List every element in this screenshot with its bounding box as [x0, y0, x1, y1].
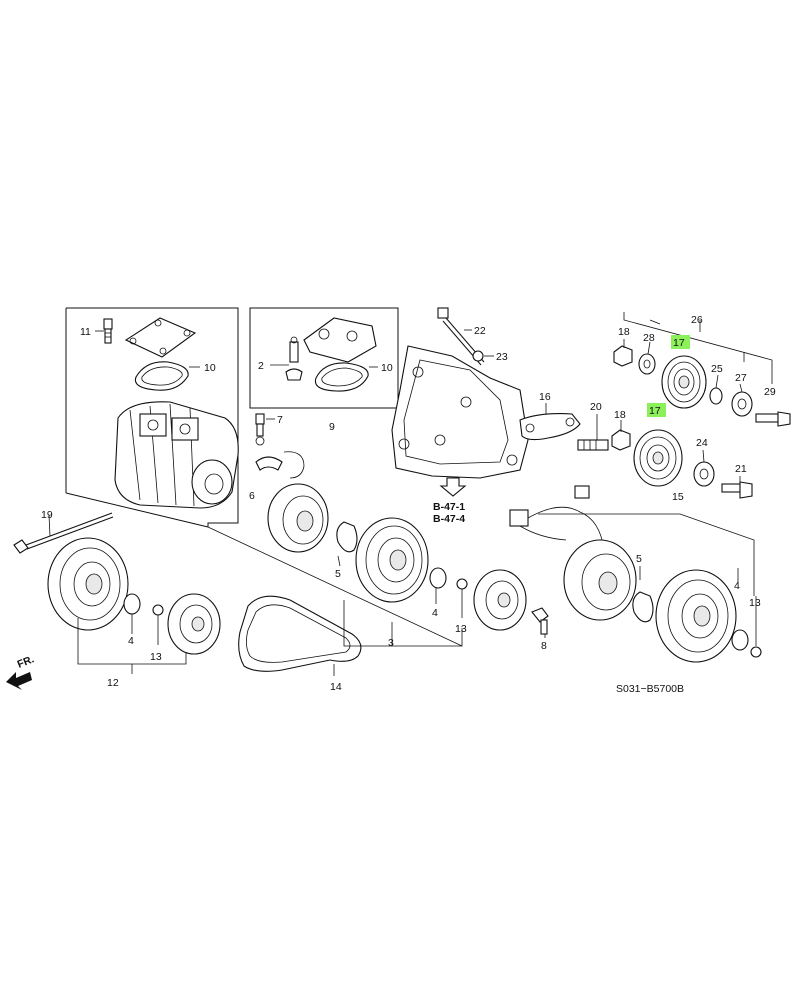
label-19[interactable]: 19	[41, 509, 53, 521]
label-18-lower[interactable]: 18	[614, 409, 626, 421]
label-28[interactable]: 28	[643, 332, 655, 344]
label-27[interactable]: 27	[735, 372, 747, 384]
highlight-box-17-top	[671, 335, 690, 349]
label-14[interactable]: 14	[330, 681, 342, 693]
snap-ring-5-left[interactable]	[336, 521, 358, 553]
label-23[interactable]: 23	[496, 351, 508, 363]
label-20[interactable]: 20	[590, 401, 602, 413]
field-coil[interactable]	[267, 483, 329, 553]
label-4-left[interactable]: 4	[128, 635, 134, 647]
label-6[interactable]: 6	[249, 490, 255, 502]
valve-group-frame	[249, 307, 399, 409]
label-9[interactable]: 9	[329, 421, 335, 433]
label-17-top[interactable]: 17	[673, 337, 685, 349]
bolt-21[interactable]	[721, 481, 753, 499]
nut-13-left[interactable]	[152, 604, 164, 616]
reference-b-47-4[interactable]: B-47-4	[433, 513, 465, 525]
label-13-left[interactable]: 13	[150, 651, 162, 663]
label-2[interactable]: 2	[258, 360, 264, 372]
bolt-20[interactable]	[577, 439, 609, 451]
label-25[interactable]: 25	[711, 363, 723, 375]
label-4-right[interactable]: 4	[734, 580, 740, 592]
nut-13-right[interactable]	[750, 646, 762, 658]
bolt-8[interactable]	[531, 607, 549, 635]
spacer-25[interactable]	[709, 387, 723, 405]
reference-arrow	[439, 477, 467, 497]
label-26[interactable]: 26	[691, 314, 703, 326]
label-3[interactable]: 3	[388, 637, 394, 649]
clip-6[interactable]	[255, 451, 305, 479]
shim-4-middle[interactable]	[429, 567, 447, 589]
compressor-bracket[interactable]	[391, 345, 529, 479]
label-7[interactable]: 7	[277, 414, 283, 426]
nut-18-top[interactable]	[613, 345, 633, 367]
label-16[interactable]: 16	[539, 391, 551, 403]
pulley-17-lower[interactable]	[633, 429, 683, 487]
label-12[interactable]: 12	[107, 677, 119, 689]
washer-24[interactable]	[693, 461, 715, 487]
highlight-box-17-lower	[647, 403, 666, 417]
diagram-code: S031−B5700B	[616, 683, 684, 695]
armature-plate[interactable]	[473, 569, 527, 631]
nut-13-middle[interactable]	[456, 578, 468, 590]
bracket-arm-16[interactable]	[519, 413, 581, 441]
reference-b-47-1[interactable]: B-47-1	[433, 501, 465, 513]
label-18-top[interactable]: 18	[618, 326, 630, 338]
field-coil-right[interactable]	[563, 539, 637, 621]
compressor-group-frame	[65, 307, 239, 528]
label-21[interactable]: 21	[735, 463, 747, 475]
valve-2[interactable]	[285, 336, 303, 381]
front-label: FR.	[16, 653, 36, 670]
gasket-10-right[interactable]	[314, 362, 369, 392]
cover-plate[interactable]	[124, 317, 197, 358]
washer-28[interactable]	[638, 353, 656, 375]
armature-left[interactable]	[167, 593, 221, 655]
label-5-right[interactable]: 5	[636, 553, 642, 565]
pulley-3[interactable]	[355, 517, 429, 603]
label-17-lower[interactable]: 17	[649, 405, 661, 417]
label-4-middle[interactable]: 4	[432, 607, 438, 619]
wiring-harness[interactable]	[509, 485, 605, 551]
callout-labels: 11 10 2 10 9 7 6 22 23 16 20 26 18 28 17…	[16, 314, 776, 695]
label-24[interactable]: 24	[696, 437, 708, 449]
label-15[interactable]: 15	[672, 491, 684, 503]
shim-4-left[interactable]	[123, 593, 141, 615]
manifold-9[interactable]	[303, 317, 377, 363]
label-11[interactable]: 11	[80, 326, 91, 338]
bolt-11[interactable]	[103, 318, 113, 344]
snap-ring-5-right[interactable]	[632, 591, 654, 623]
label-29[interactable]: 29	[764, 386, 776, 398]
washer-27[interactable]	[731, 391, 753, 417]
bolt-29[interactable]	[755, 411, 791, 427]
label-10-right[interactable]: 10	[381, 362, 393, 374]
front-arrow-icon	[6, 672, 32, 690]
drive-belt-14[interactable]	[238, 595, 362, 672]
gasket-10-left[interactable]	[134, 361, 189, 391]
label-8[interactable]: 8	[541, 640, 547, 652]
shim-4-right[interactable]	[731, 629, 749, 651]
nut-18-lower[interactable]	[611, 429, 631, 451]
compressor-body[interactable]	[114, 401, 239, 509]
pulley-17-top[interactable]	[661, 355, 707, 409]
leader-lines	[48, 312, 773, 676]
bolt-19[interactable]	[13, 512, 114, 554]
label-10-left[interactable]: 10	[204, 362, 216, 374]
label-5-left[interactable]: 5	[335, 568, 341, 580]
label-13-right[interactable]: 13	[749, 597, 761, 609]
label-22[interactable]: 22	[474, 325, 486, 337]
nut-23[interactable]	[472, 350, 484, 362]
label-13-middle[interactable]: 13	[455, 623, 467, 635]
switch-7[interactable]	[255, 413, 265, 446]
pulley-right[interactable]	[655, 569, 737, 663]
pulley-12[interactable]	[47, 537, 129, 631]
